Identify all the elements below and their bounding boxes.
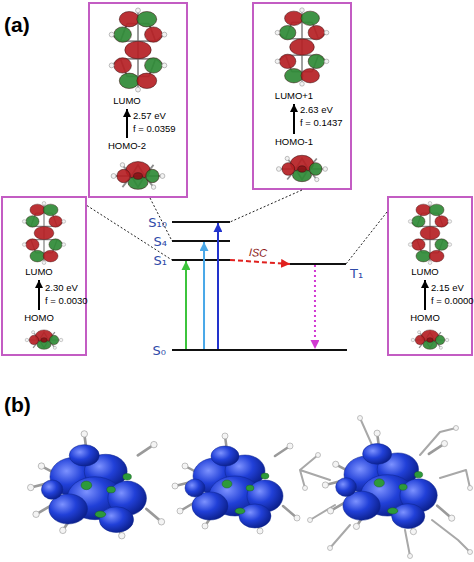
transition-arrows xyxy=(39,104,425,310)
atom xyxy=(454,426,459,431)
orbital-label: HOMO xyxy=(24,313,54,323)
lumo-orbital-picture xyxy=(275,8,329,86)
leader-line xyxy=(230,190,302,222)
excitation-arrow xyxy=(203,242,205,349)
lumo-orbital-picture xyxy=(22,201,65,264)
decay-arrow xyxy=(314,265,316,349)
homo-orbital-picture xyxy=(411,330,449,349)
state-label: S₄ xyxy=(154,235,167,248)
transition-arrow xyxy=(424,280,426,310)
oscillator-strength: f = 0.1437 xyxy=(300,118,343,128)
transition-arrow xyxy=(293,104,295,134)
lumo-orbital-picture xyxy=(408,201,451,264)
atom xyxy=(358,416,363,421)
excitation-energy: 2.30 eV xyxy=(45,283,78,293)
atom xyxy=(328,546,333,551)
homo-orbital-picture xyxy=(111,162,165,190)
atom xyxy=(308,518,313,523)
orbital-transition-box: LUMO 2.15 eV f = 0.0000HOMO xyxy=(387,196,473,356)
homo-orbital-picture xyxy=(276,155,327,181)
energy-level: T₁ xyxy=(290,263,346,265)
panel-label: (b) xyxy=(4,394,31,415)
energy-level: S₀ xyxy=(172,349,347,351)
atom xyxy=(303,486,308,491)
energy-level: S₁ xyxy=(172,259,230,261)
transition-arrow xyxy=(126,109,128,138)
orbital-label: HOMO-2 xyxy=(108,141,146,151)
state-label: T₁ xyxy=(350,267,363,280)
atom xyxy=(468,486,473,491)
leader-line xyxy=(150,198,172,241)
state-label: S₁ xyxy=(154,254,167,267)
excitation-arrow xyxy=(185,261,187,349)
energy-level: S₄ xyxy=(172,240,230,242)
atom xyxy=(408,554,413,559)
spin-density-picture xyxy=(172,433,300,534)
hydrogen-atoms xyxy=(303,416,473,559)
edge-label: ISC xyxy=(249,247,268,259)
leader-line xyxy=(87,206,172,260)
excitation-energy: 2.63 eV xyxy=(300,105,333,115)
leader-line xyxy=(346,212,387,264)
atom xyxy=(316,453,321,458)
transition-arrow xyxy=(38,280,40,310)
orbital-label: LUMO xyxy=(411,267,438,277)
orbital-transition-box: LUMO 2.30 eV f = 0.0030HOMO xyxy=(1,196,87,356)
homo-orbital-picture xyxy=(25,330,63,349)
excitation-energy: 2.15 eV xyxy=(431,283,464,293)
excitation-energy: 2.57 eV xyxy=(133,111,166,121)
orbital-transition-box: LUMO 2.57 eV f = 0.0359HOMO-2 xyxy=(88,2,188,198)
spin-density-picture xyxy=(28,431,165,539)
panel-label: (a) xyxy=(4,14,30,35)
energy-level: S₁₀ xyxy=(172,221,230,223)
orbital-label: LUMO xyxy=(113,96,140,106)
phenyl-sticks xyxy=(300,418,470,556)
oscillator-strength: f = 0.0000 xyxy=(431,296,474,306)
orbital-label: LUMO+1 xyxy=(275,91,313,101)
excitation-arrow xyxy=(217,223,219,349)
spin-density-picture xyxy=(322,430,455,535)
orbital-transition-box: LUMO+1 2.63 eV f = 0.1437HOMO-1 xyxy=(252,2,352,190)
state-label: S₀ xyxy=(153,344,166,357)
isc-arrow xyxy=(230,260,290,264)
lumo-orbital-picture xyxy=(109,8,167,92)
oscillator-strength: f = 0.0030 xyxy=(45,296,88,306)
oscillator-strength: f = 0.0359 xyxy=(133,124,176,134)
atom xyxy=(468,550,473,555)
orbital-label: HOMO xyxy=(410,313,440,323)
state-label: S₁₀ xyxy=(148,216,167,229)
orbital-label: HOMO-1 xyxy=(275,137,313,147)
orbital-label: LUMO xyxy=(25,267,52,277)
